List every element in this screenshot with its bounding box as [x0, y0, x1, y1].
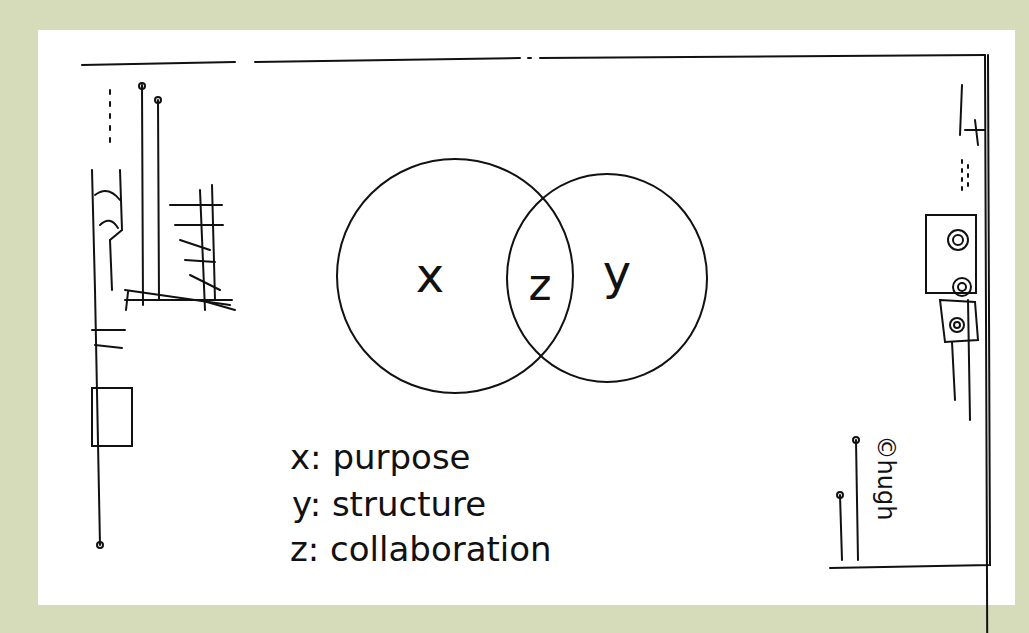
intersection-letter: z — [528, 263, 551, 307]
circle-letter: y — [603, 248, 631, 296]
legend-line: z: collaboration — [290, 532, 552, 566]
paper-panel — [38, 30, 1015, 605]
signature: ©hugh — [874, 436, 898, 521]
legend-line: x: purpose — [290, 440, 471, 474]
circle-letter: x — [416, 251, 444, 299]
legend-line: y: structure — [292, 487, 486, 521]
